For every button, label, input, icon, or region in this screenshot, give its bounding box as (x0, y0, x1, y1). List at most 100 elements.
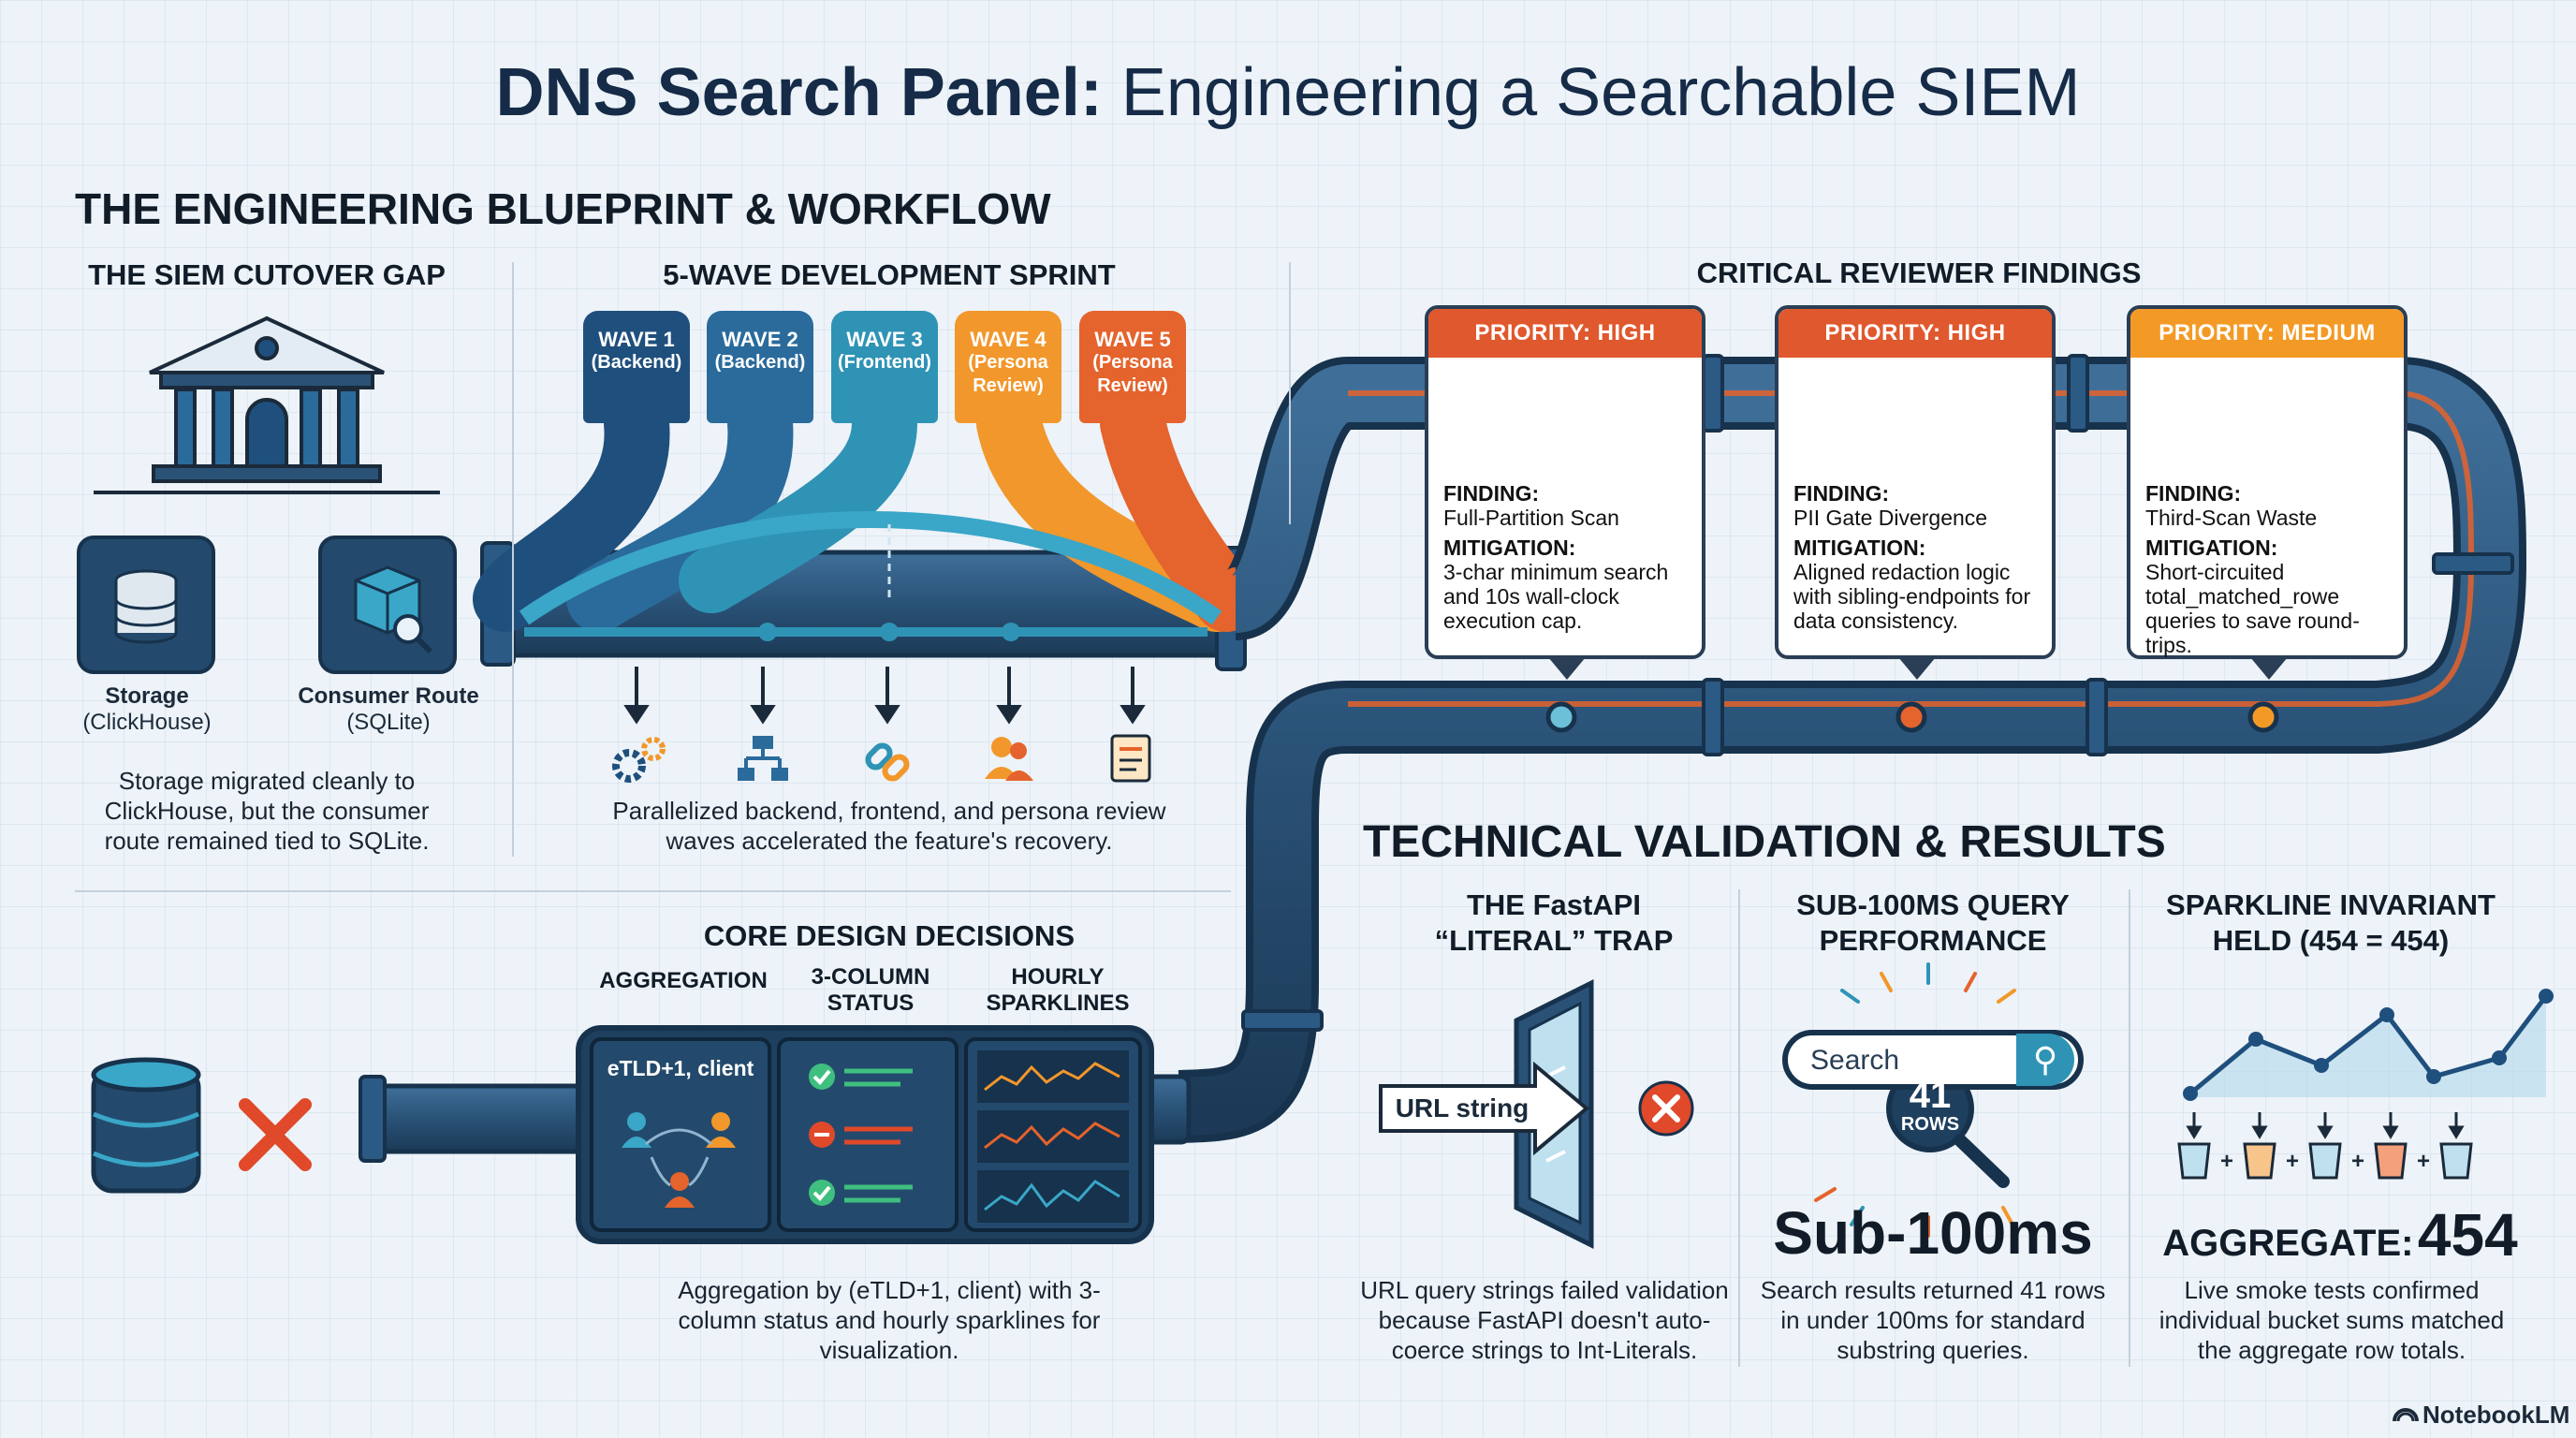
checklist-icon (1110, 734, 1151, 783)
search-icon[interactable]: ⚲ (2016, 1034, 2074, 1086)
wave-subtitle: (Backend) (714, 352, 806, 373)
mitigation-label: MITIGATION: (1443, 536, 1576, 560)
aggregation-people-icon (622, 1112, 736, 1208)
brand-label: NotebookLM (2422, 1401, 2570, 1429)
priority-badge: PRIORITY: HIGH (1778, 309, 2052, 358)
storage-tile (77, 536, 215, 674)
wave-title: WAVE 2 (722, 328, 798, 351)
performance-heading: SUB-100MS QUERY PERFORMANCE (1796, 888, 2070, 957)
mitigation-text: Short-circuited total_matched_rowe queri… (2145, 560, 2360, 657)
mitigation-label: MITIGATION: (2145, 536, 2278, 560)
wave-title: WAVE 5 (1094, 328, 1171, 351)
url-string-label: URL string (1395, 1093, 1530, 1123)
rows-label: ROWS (1900, 1114, 1960, 1135)
gears-icon (612, 737, 666, 783)
wave-1-pipe (473, 390, 670, 632)
title-rest: Engineering a Searchable SIEM (1120, 55, 2081, 130)
consumer-tile (318, 536, 457, 674)
aggregate-value: 454 (2417, 1201, 2518, 1269)
mitigation-label: MITIGATION: (1793, 536, 1926, 560)
error-x-icon (1638, 1080, 1694, 1137)
aggregate-row: AGGREGATE: 454 (2162, 1200, 2518, 1269)
wave-5-pipe (1100, 390, 1259, 632)
design-col-aggregation: AGGREGATION (599, 968, 768, 993)
wave-subtitle: (Backend) (591, 352, 682, 373)
wave-title: WAVE 3 (846, 328, 923, 351)
burst-decoration (1814, 962, 2016, 1238)
people-icon (985, 737, 1033, 781)
fastapi-heading: THE FastAPI “LITERAL” TRAP (1434, 888, 1674, 957)
wave-subtitle: (Persona Review) (1092, 352, 1173, 396)
card-pointer (2250, 657, 2288, 680)
performance-description: Search results returned 41 rows in under… (1760, 1276, 2106, 1364)
finding-label: FINDING: (1443, 481, 1540, 506)
title-bold: DNS Search Panel: (495, 55, 1103, 130)
link-icon (865, 742, 910, 782)
consumer-label: Consumer Route (SQLite) (281, 683, 496, 736)
sub-100ms-text: Sub-100ms (1773, 1199, 2093, 1267)
svg-text:+: + (2220, 1149, 2233, 1174)
cutover-description: Storage migrated cleanly to ClickHouse, … (104, 767, 430, 855)
card-pointer (1898, 657, 1936, 680)
reviewer-card: PRIORITY: MEDIUM FINDING:Third-Scan Waste… (2127, 305, 2408, 680)
sparkline-description: Live smoke tests confirmed individual bu… (2159, 1276, 2505, 1364)
design-col-status: 3-COLUMN STATUS (811, 964, 930, 1016)
arrow-into-gate (1379, 1061, 1590, 1156)
blueprint-heading: THE ENGINEERING BLUEPRINT & WORKFLOW (75, 184, 1051, 233)
wave-title: WAVE 4 (970, 328, 1046, 351)
fastapi-description: URL query strings failed validation beca… (1360, 1276, 1729, 1364)
database-icon (91, 1057, 201, 1194)
finding-text: Full-Partition Scan (1443, 506, 1619, 530)
wave-4-label: WAVE 4(Persona Review) (955, 311, 1061, 423)
wave-5-label: WAVE 5(Persona Review) (1079, 311, 1186, 423)
sprint-description: Parallelized backend, frontend, and pers… (612, 797, 1166, 855)
status-icons (809, 1064, 913, 1206)
finding-label: FINDING: (1793, 481, 1890, 506)
reviewer-card: PRIORITY: HIGH FINDING:Full-Partition Sca… (1425, 305, 1705, 680)
svg-text:+: + (2286, 1149, 2299, 1174)
finding-label: FINDING: (2145, 481, 2242, 506)
storage-sub: (ClickHouse) (82, 710, 212, 735)
sparkline-chart: ++++ (2177, 989, 2554, 1180)
wave-1-label: WAVE 1(Backend) (583, 311, 690, 423)
design-heading: CORE DESIGN DECISIONS (703, 919, 1076, 952)
search-placeholder: Search (1810, 1045, 1900, 1076)
search-bar[interactable]: Search ⚲ (1782, 1030, 2084, 1090)
hierarchy-icon (738, 736, 788, 781)
wave-2-label: WAVE 2(Backend) (707, 311, 813, 423)
storage-title: Storage (105, 683, 189, 709)
cube-search-icon (354, 565, 433, 654)
priority-badge: PRIORITY: HIGH (1428, 309, 1702, 358)
priority-badge: PRIORITY: MEDIUM (2130, 309, 2404, 358)
wave-3-label: WAVE 3(Frontend) (831, 311, 938, 423)
sprint-heading: 5-WAVE DEVELOPMENT SPRINT (663, 258, 1116, 291)
cutover-heading: THE SIEM CUTOVER GAP (88, 258, 446, 291)
validation-heading: TECHNICAL VALIDATION & RESULTS (1363, 817, 2166, 867)
wave-subtitle: (Persona Review) (968, 352, 1048, 396)
card-pointer (1548, 657, 1586, 680)
notebooklm-logo-icon (2393, 1408, 2419, 1422)
wave-3-pipe (679, 390, 917, 613)
design-panel-label: eTLD+1, client (607, 1056, 754, 1080)
sparkline-heading: SPARKLINE INVARIANT HELD (454 = 454) (2166, 888, 2496, 957)
finding-text: Third-Scan Waste (2145, 506, 2318, 530)
reviewer-heading: CRITICAL REVIEWER FINDINGS (1696, 257, 2142, 289)
wave-subtitle: (Frontend) (838, 352, 931, 373)
x-icon (239, 1098, 312, 1171)
consumer-title: Consumer Route (298, 683, 479, 709)
consumer-sub: (SQLite) (346, 710, 431, 735)
rows-count: 41 (1909, 1075, 1952, 1116)
storage-label: Storage (ClickHouse) (49, 683, 245, 736)
mitigation-text: Aligned redaction logic with sibling-end… (1793, 560, 2031, 633)
mitigation-text: 3-char minimum search and 10s wall-clock… (1443, 560, 1669, 633)
bank-icon (94, 315, 440, 494)
reviewer-card: PRIORITY: HIGH FINDING:PII Gate Divergenc… (1775, 305, 2056, 680)
database-icon (114, 569, 178, 644)
aggregate-label: AGGREGATE: (2162, 1223, 2414, 1264)
finding-text: PII Gate Divergence (1793, 506, 1988, 530)
svg-text:+: + (2417, 1149, 2430, 1174)
sparkline-icons (977, 1050, 1129, 1223)
